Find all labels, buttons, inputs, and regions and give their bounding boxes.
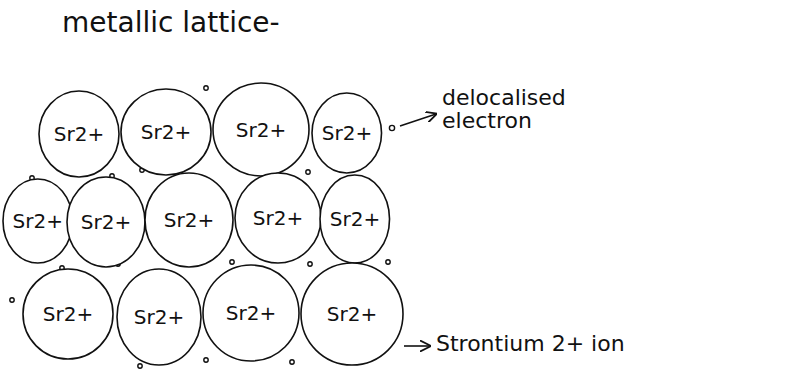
ion-circle: Sr2+ [22,268,114,360]
leader-line [400,114,436,126]
ion-circle: Sr2+ [300,262,404,366]
annotation-label: Strontium 2+ ion [436,332,625,355]
ion-circle: Sr2+ [66,176,146,268]
ion-circle: Sr2+ [38,90,120,178]
ion-label: Sr2+ [43,304,93,324]
ion-circle: Sr2+ [202,264,300,362]
ion-circle: Sr2+ [2,178,74,264]
ion-label: Sr2+ [253,208,303,228]
ion-label: Sr2+ [13,211,63,231]
ion-circle: Sr2+ [116,268,202,366]
ion-label: Sr2+ [81,212,131,232]
ion-circle: Sr2+ [319,174,391,264]
ion-label: Sr2+ [330,209,380,229]
ion-circle: Sr2+ [234,172,322,264]
diagram-title: metallic lattice- [62,6,280,39]
ion-label: Sr2+ [226,303,276,323]
ion-circle: Sr2+ [144,172,234,268]
ion-circle: Sr2+ [120,88,212,176]
ion-label: Sr2+ [322,123,372,143]
ion-label: Sr2+ [141,122,191,142]
ion-circle: Sr2+ [212,82,310,177]
leader-line [404,345,430,347]
ion-label: Sr2+ [236,120,286,140]
ion-circle: Sr2+ [311,92,383,174]
ion-label: Sr2+ [327,304,377,324]
ion-label: Sr2+ [134,307,184,327]
ion-label: Sr2+ [164,210,214,230]
ion-label: Sr2+ [54,124,104,144]
annotation-label: delocalised electron [442,86,592,132]
